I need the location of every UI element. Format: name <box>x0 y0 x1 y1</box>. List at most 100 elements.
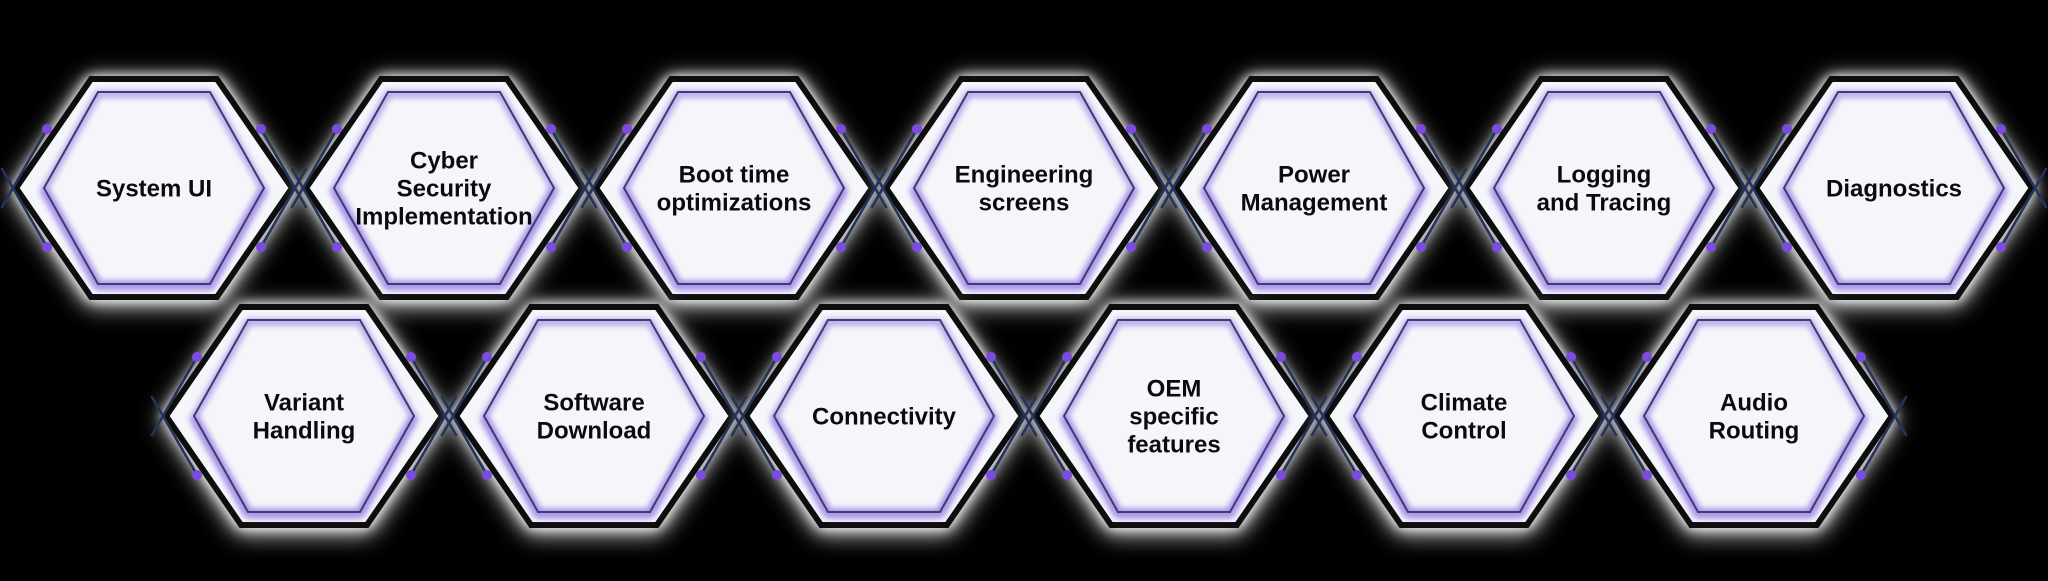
hexagon-label-line: Audio <box>1720 390 1788 417</box>
hexagon-shape <box>162 304 446 528</box>
hexagon-shape <box>882 76 1166 300</box>
hexagon-label-line: specific <box>1129 404 1218 431</box>
accent-line-top-left <box>730 355 779 437</box>
hexagon-inner-border <box>912 91 1136 285</box>
hexagon-label: Connectivity <box>812 404 957 431</box>
corner-dot-top-right-icon <box>986 352 996 362</box>
hexagon-label-line: Logging <box>1557 162 1652 189</box>
accent-line-top-left <box>290 127 339 209</box>
hexagon-label: System UI <box>96 176 212 203</box>
corner-dot-top-left-icon <box>1782 124 1792 134</box>
corner-dot-top-left-icon <box>332 124 342 134</box>
hexagon-inner-border <box>1062 319 1286 513</box>
hexagon-shape <box>742 304 1026 528</box>
accent-line-top-left <box>580 127 629 209</box>
corner-dot-bottom-left-icon <box>1202 242 1212 252</box>
corner-dot-top-right-icon <box>1566 352 1576 362</box>
corner-dot-bottom-right-icon <box>696 470 706 480</box>
corner-dot-bottom-left-icon <box>1642 470 1652 480</box>
hexagon-inner-border <box>1492 91 1716 285</box>
corner-dot-bottom-right-icon <box>1996 242 2006 252</box>
hexagon-accents-diagnostics <box>1740 124 2048 252</box>
hexagon-shape <box>452 304 736 528</box>
accent-line-bottom-left <box>1600 395 1649 477</box>
corner-dot-top-left-icon <box>912 124 922 134</box>
accent-line-top-right <box>1999 127 2048 209</box>
hexagon-inner-border <box>772 319 996 513</box>
corner-dot-bottom-right-icon <box>1416 242 1426 252</box>
corner-dot-bottom-right-icon <box>1276 470 1286 480</box>
accent-line-bottom-left <box>1160 167 1209 249</box>
corner-dot-top-left-icon <box>772 352 782 362</box>
corner-dot-bottom-left-icon <box>772 470 782 480</box>
hexagon-accents-power-management <box>1160 124 1468 252</box>
hexagon-inner-border <box>1352 319 1576 513</box>
corner-dot-top-right-icon <box>1126 124 1136 134</box>
corner-dot-top-right-icon <box>1856 352 1866 362</box>
hexagon-label-line: OEM <box>1147 376 1202 403</box>
hexagon-shape <box>12 76 296 300</box>
corner-dot-top-left-icon <box>42 124 52 134</box>
accent-line-bottom-left <box>290 167 339 249</box>
corner-dot-bottom-left-icon <box>912 242 922 252</box>
corner-dot-top-right-icon <box>1706 124 1716 134</box>
corner-dot-top-right-icon <box>406 352 416 362</box>
hexagon-label-line: features <box>1127 432 1220 459</box>
accent-line-bottom-left <box>870 167 919 249</box>
accent-line-top-left <box>1160 127 1209 209</box>
hexagon-inner-border <box>482 319 706 513</box>
corner-dot-bottom-right-icon <box>1856 470 1866 480</box>
accent-line-bottom-left <box>1310 395 1359 477</box>
accent-line-bottom-left <box>150 395 199 477</box>
corner-dot-top-right-icon <box>1416 124 1426 134</box>
hexagon-label-line: Handling <box>253 418 356 445</box>
corner-dot-bottom-left-icon <box>42 242 52 252</box>
corner-dot-top-right-icon <box>836 124 846 134</box>
corner-dot-bottom-left-icon <box>622 242 632 252</box>
accent-line-top-left <box>440 355 489 437</box>
corner-dot-bottom-right-icon <box>406 470 416 480</box>
hexagon-shape <box>1612 304 1896 528</box>
hexagon-label-line: Software <box>543 390 644 417</box>
hexagon-accents-audio-routing <box>1600 352 1908 480</box>
accent-line-bottom-left <box>0 167 49 249</box>
corner-dot-top-right-icon <box>1996 124 2006 134</box>
corner-dot-bottom-left-icon <box>1492 242 1502 252</box>
hexagon-inner-border <box>1202 91 1426 285</box>
hexagon-label-line: Diagnostics <box>1826 176 1962 203</box>
corner-dot-bottom-right-icon <box>1126 242 1136 252</box>
corner-dot-top-left-icon <box>1352 352 1362 362</box>
hexagon-label-line: Security <box>397 176 492 203</box>
corner-dot-bottom-left-icon <box>1352 470 1362 480</box>
hexagon-inner-border <box>1642 319 1866 513</box>
hexagon-label-line: Implementation <box>355 204 532 231</box>
hexagon-label-line: Download <box>537 418 652 445</box>
hexagon-label-line: Engineering <box>955 162 1094 189</box>
hexagon-accents-boot-time-optimizations <box>580 124 888 252</box>
hexagon-label-line: Control <box>1421 418 1506 445</box>
hexagon-label-line: Boot time <box>679 162 790 189</box>
hexagon-inner-border <box>192 319 416 513</box>
hexagon-label-line: Variant <box>264 390 344 417</box>
accent-line-top-left <box>1310 355 1359 437</box>
accent-line-top-left <box>870 127 919 209</box>
corner-dot-bottom-right-icon <box>836 242 846 252</box>
hexagon-shape <box>592 76 876 300</box>
corner-dot-top-right-icon <box>546 124 556 134</box>
hexagon-shape <box>1462 76 1746 300</box>
hexagon-label-line: Management <box>1241 190 1388 217</box>
hexagon-inner-border <box>622 91 846 285</box>
hexagon-shape <box>1752 76 2036 300</box>
accent-line-top-left <box>1740 127 1789 209</box>
hexagon-shape <box>1172 76 1456 300</box>
hexagon-label-line: and Tracing <box>1537 190 1672 217</box>
hexagon-shape <box>302 76 586 300</box>
corner-dot-bottom-right-icon <box>1566 470 1576 480</box>
